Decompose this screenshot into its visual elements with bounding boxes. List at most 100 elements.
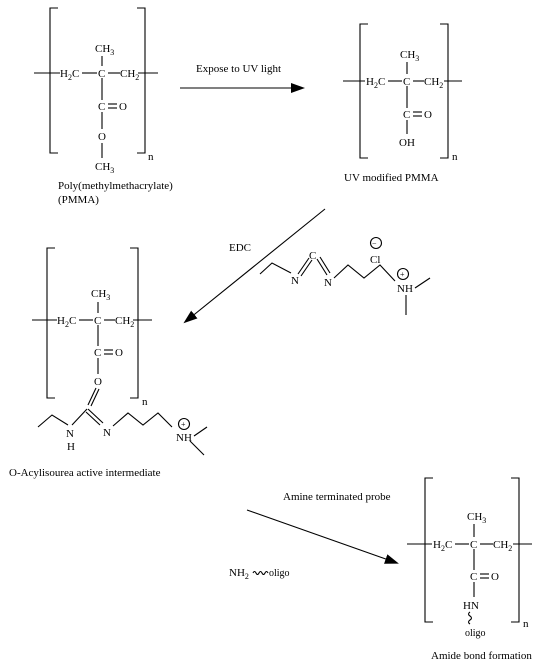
svg-text:CH3: CH3 [95,43,114,57]
intermediate-ch3: CH [91,288,106,300]
amide-wavy-bond-icon [467,611,473,625]
edc-arrow-line [183,208,326,324]
edc-nh: NH [397,283,413,295]
amide-ch2: CH [493,539,508,551]
edc-arrow: EDC [183,208,326,324]
nh2-oligo-wavy-icon [252,570,269,576]
amide-ch3-sub: 3 [482,516,486,525]
amide-carbonyl-oxygen: O [491,571,499,583]
pmma-h2c-c: C [72,68,79,80]
svg-text:CH2: CH2 [493,539,512,553]
pmma-ester-oxygen: O [98,131,106,143]
amide-center-carbon: C [470,539,477,551]
intermediate-h2c-c: C [69,315,76,327]
uv-pmma-bracket-left [359,23,368,159]
amide-ch2-sub: 2 [508,544,512,553]
pmma-ch2: CH [120,68,135,80]
intermediate-h2c-sub: 2 [65,320,69,329]
pmma-och3: CH [95,161,110,173]
amide-bracket-left [424,477,433,623]
pmma-h2c-sub: 2 [68,73,72,82]
edc-carbon: C [309,250,316,262]
edc-arrow-label: EDC [229,242,251,254]
uv-pmma-ch2: CH [424,76,439,88]
amide-carbonyl-carbon: C [470,571,477,583]
intermediate-ch2-sub: 2 [130,320,134,329]
svg-text:CH2: CH2 [115,315,134,329]
svg-text:H2C: H2C [366,76,385,90]
uv-arrow-label: Expose to UV light [196,63,281,75]
amide-name: Amide bond formation [431,650,532,662]
uv-pmma-structure: H2C C CH2 CH3 C O OH n UV modified PMMA [343,23,462,184]
intermediate-iso-n2: N [103,427,111,439]
pmma-ch3: CH [95,43,110,55]
amide-hn: HN [463,600,479,612]
intermediate-h2c-h: H [57,315,65,327]
pmma-bracket-right [137,7,146,154]
edc-chloride: Cl [370,254,380,266]
intermediate-name: O-Acylisourea active intermediate [9,467,161,479]
intermediate-plus-circle [177,417,191,431]
svg-text:H2C: H2C [57,315,76,329]
pmma-center-carbon: C [98,68,105,80]
svg-text:CH2: CH2 [120,68,139,82]
svg-text:CH2: CH2 [424,76,443,90]
uv-pmma-h2c-c: C [378,76,385,88]
svg-text:H2C: H2C [433,539,452,553]
uv-pmma-h2c-sub: 2 [374,81,378,90]
svg-text:H2C: H2C [60,68,79,82]
amide-repeat-n: n [523,618,529,630]
nh2-oligo-nh: NH [229,567,245,579]
intermediate-carbonyl-carbon: C [94,347,101,359]
intermediate-carbonyl-oxygen: O [115,347,123,359]
pmma-och3-sub: 3 [110,166,114,175]
edc-n2: N [324,277,332,289]
amide-structure: H2C C CH2 CH3 C O HN oligo n Amide bond … [407,477,532,662]
intermediate-ch3-sub: 3 [106,293,110,302]
intermediate-nh: NH [176,432,192,444]
edc-minus: − [372,239,377,248]
intermediate-bracket-left [46,247,55,399]
uv-pmma-h2c-h: H [366,76,374,88]
amine-arrow: Amine terminated probe NH2 oligo [229,491,399,581]
uv-pmma-ch3-sub: 3 [415,54,419,63]
intermediate-iso-h: H [67,441,75,453]
uv-pmma-name: UV modified PMMA [344,172,439,184]
svg-text:CH3: CH3 [400,49,419,63]
uv-arrow: Expose to UV light [180,63,305,93]
amide-h2c-sub: 2 [441,544,445,553]
uv-pmma-ch3: CH [400,49,415,61]
amide-ch3: CH [467,511,482,523]
uv-pmma-carbonyl-carbon: C [403,109,410,121]
uv-pmma-hydroxyl: OH [399,137,415,149]
intermediate-ch2: CH [115,315,130,327]
pmma-carbonyl-carbon: C [98,101,105,113]
pmma-structure: H2C C CH2 CH3 C O O CH3 n Poly(methylmet… [34,7,173,206]
svg-text:CH3: CH3 [467,511,486,525]
uv-pmma-ch2-sub: 2 [439,81,443,90]
uv-pmma-center-carbon: C [403,76,410,88]
nh2-oligo-tail: oligo [269,568,290,579]
pmma-h2c-h: H [60,68,68,80]
edc-minus-circle [369,236,383,250]
edc-plus: + [400,270,405,279]
intermediate-structure: H2C C CH2 CH3 C O O n N H N NH + O-Acyli… [9,247,208,479]
amide-h2c-h: H [433,539,441,551]
intermediate-center-carbon: C [94,315,101,327]
pmma-name: Poly(methylmethacrylate) [58,180,173,192]
amide-oligo: oligo [465,628,486,639]
pmma-bracket-left [49,7,58,154]
uv-pmma-bracket-right [440,23,449,159]
intermediate-plus: + [181,420,186,429]
intermediate-ester-oxygen: O [94,376,102,388]
uv-pmma-repeat-n: n [452,151,458,163]
edc-structure: N C N NH + − Cl [259,236,431,315]
svg-text:CH3: CH3 [95,161,114,175]
amine-arrow-label: Amine terminated probe [283,491,391,503]
edc-plus-circle [396,267,410,281]
nh2-oligo-sub: 2 [245,572,249,581]
amide-bracket-right [511,477,520,623]
pmma-repeat-n: n [148,151,154,163]
amide-h2c-c: C [445,539,452,551]
